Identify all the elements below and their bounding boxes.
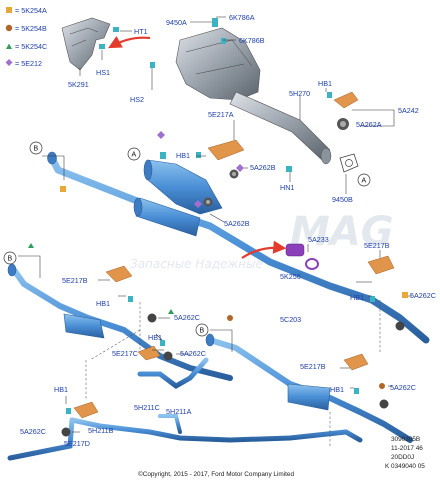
mid-bracket-5e217a bbox=[157, 131, 245, 179]
lower-bolts bbox=[66, 296, 375, 414]
label-hs1: HS1 bbox=[96, 68, 110, 77]
label-5k256: 5K256 bbox=[280, 272, 301, 281]
label-5a262c-center: 5A262C bbox=[180, 349, 206, 358]
legend-label-circle: = 5K254B bbox=[15, 24, 47, 33]
red-arrow-mid bbox=[241, 240, 287, 259]
label-5h270: 5H270 bbox=[289, 89, 310, 98]
label-hb1-center: HB1 bbox=[148, 333, 162, 342]
circle-icon bbox=[5, 24, 13, 32]
label-9450b: 9450B bbox=[332, 195, 353, 204]
dashed-guides bbox=[85, 300, 381, 446]
catalytic-converter-assembly bbox=[175, 18, 332, 165]
legend-label-diamond: = 5E212 bbox=[15, 59, 42, 68]
label-5a262b-2: 5A262B bbox=[224, 219, 250, 228]
diesel-particulate-filter bbox=[143, 152, 223, 215]
label-5e217b-right: 5E217B bbox=[364, 241, 390, 250]
label-ht1: HT1 bbox=[134, 27, 148, 36]
top-right-gasket bbox=[339, 153, 359, 173]
circle-ref-b-left: B bbox=[29, 141, 43, 155]
front-pipe bbox=[47, 151, 430, 344]
circle-ref-a-left: A bbox=[127, 147, 141, 161]
label-5a242: 5A242 bbox=[398, 106, 419, 115]
label-5a262a: 5A262A bbox=[356, 120, 382, 129]
label-hb1-bottom-right: HB1 bbox=[330, 385, 344, 394]
label-5h211b: 5H211B bbox=[88, 426, 114, 435]
rear-pipe bbox=[205, 333, 413, 443]
triangle-icon bbox=[6, 43, 12, 49]
diamond-icon bbox=[5, 59, 13, 66]
label-hb1-mid: HB1 bbox=[176, 151, 190, 160]
label-5h211a: 5H211A bbox=[166, 407, 192, 416]
label-5k291: 5K291 bbox=[68, 80, 89, 89]
legend-label-triangle: = 5K254C bbox=[15, 42, 47, 51]
label-5a233: 5A233 bbox=[308, 235, 329, 244]
label-hs2: HS2 bbox=[130, 95, 144, 104]
label-hb1-right: HB1 bbox=[350, 293, 364, 302]
watermark-tagline: Запасные Надежные bbox=[130, 257, 263, 271]
label-5c203: 5C203 bbox=[280, 315, 301, 324]
tailpipe-bottom-left bbox=[7, 357, 363, 461]
label-9450a: 9450A bbox=[166, 18, 187, 27]
reference-line-3: 20DD0J bbox=[391, 454, 414, 461]
label-5a262c-bottom-left: 5A262C bbox=[20, 427, 46, 436]
label-6k786a: 6K786A bbox=[229, 13, 255, 22]
circle-ref-b-mid-right: B bbox=[195, 323, 209, 337]
red-arrow-top bbox=[108, 35, 151, 49]
svg-text:B: B bbox=[8, 256, 13, 263]
purple-clamp-5k256 bbox=[285, 243, 319, 270]
square-icon bbox=[6, 7, 12, 13]
lower-rubber-mounts bbox=[61, 313, 405, 437]
label-hb1-bottom-left: HB1 bbox=[54, 385, 68, 394]
label-5e217c: 5E217C bbox=[112, 349, 138, 358]
label-5a262c-right: 5A262C bbox=[410, 291, 436, 300]
reference-line-1: 3090305B bbox=[391, 436, 420, 443]
mid-muffler-pipe bbox=[7, 263, 233, 381]
legend: = 5K254A = 5K254B = 5K254C = 5E212 bbox=[5, 6, 47, 68]
lower-brackets bbox=[73, 255, 395, 419]
svg-text:A: A bbox=[362, 178, 367, 185]
hn1-hardware bbox=[194, 166, 292, 208]
label-5e217b-bottom-right: 5E217B bbox=[300, 362, 326, 371]
label-5a262c-bottom-right: 5A262C bbox=[390, 383, 416, 392]
part-labels: HT1 HS1 5K291 HS2 9450A 6K786A 6K786B 5H… bbox=[20, 13, 436, 448]
label-hb1-top: HB1 bbox=[318, 79, 332, 88]
reference-code: 3090305B 11-2017 46 20DD0J K 0349040 05 bbox=[385, 436, 425, 470]
svg-text:A: A bbox=[132, 152, 137, 159]
reference-line-4: K 0349040 05 bbox=[385, 463, 425, 470]
watermark-brand: MAG bbox=[290, 209, 394, 255]
watermark: MAG Запасные Надежные bbox=[130, 209, 394, 271]
label-5e217b-left: 5E217B bbox=[62, 276, 88, 285]
copyright-footer: ©Copyright, 2015 - 2017, Ford Motor Comp… bbox=[138, 470, 294, 478]
label-5e217a: 5E217A bbox=[208, 110, 234, 119]
circle-ref-b-mid-left: B bbox=[3, 251, 17, 265]
label-hb1-left: HB1 bbox=[96, 299, 110, 308]
heat-shield bbox=[61, 17, 111, 71]
label-6k786b: 6K786B bbox=[239, 36, 265, 45]
legend-label-square: = 5K254A bbox=[15, 6, 47, 15]
top-right-hanger bbox=[327, 91, 359, 130]
label-5a262b-1: 5A262B bbox=[250, 163, 276, 172]
lower-color-markers bbox=[28, 186, 408, 389]
label-5h211c: 5H211C bbox=[134, 403, 160, 412]
leader-lines bbox=[18, 16, 412, 433]
label-5e217d: 5E217D bbox=[64, 439, 90, 448]
label-hn1: HN1 bbox=[280, 183, 294, 192]
circle-ref-a-right: A bbox=[357, 173, 371, 187]
reference-line-2: 11-2017 46 bbox=[391, 445, 423, 452]
heat-shield-bolts bbox=[99, 27, 155, 68]
label-5a262c-left: 5A262C bbox=[174, 313, 200, 322]
svg-text:B: B bbox=[200, 328, 205, 335]
svg-text:B: B bbox=[34, 146, 39, 153]
